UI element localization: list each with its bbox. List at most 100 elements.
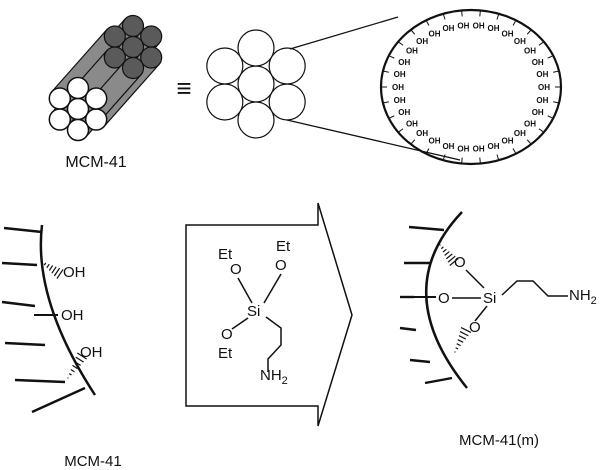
- oh-bond: [426, 20, 430, 26]
- oh-group: OH: [532, 108, 544, 117]
- hash-line: [457, 339, 464, 343]
- hash-line: [43, 262, 47, 266]
- hashed-bond: [41, 261, 64, 279]
- rod-bundle: [48, 14, 163, 142]
- oh-group: OH: [457, 145, 469, 154]
- oh-group: OH: [394, 70, 406, 79]
- oh-group: OH: [398, 108, 410, 117]
- rod-end: [66, 76, 90, 100]
- hatch-mark: [1, 300, 36, 308]
- oh-bond: [553, 70, 559, 73]
- hatch-mark: [399, 326, 417, 332]
- oh-bond: [526, 30, 531, 35]
- oh-bond: [383, 70, 389, 73]
- oh-bond: [538, 41, 544, 46]
- hashed-bond: [67, 352, 87, 379]
- oh-group: OH: [442, 142, 454, 151]
- oh-group: OH: [442, 24, 454, 33]
- reagent-et-1: Et: [218, 246, 233, 263]
- oh-group: OH: [398, 58, 410, 67]
- hash-line: [460, 327, 472, 333]
- hash-line: [46, 263, 50, 269]
- hash-line: [445, 253, 453, 260]
- oh-group: OH: [406, 47, 418, 56]
- hash-line: [455, 347, 459, 350]
- oh-bond: [461, 11, 463, 17]
- oh-bond: [512, 148, 516, 154]
- product-si: Si: [483, 290, 496, 307]
- equivalence-symbol: ≡: [176, 73, 191, 103]
- oh-bond: [398, 41, 404, 46]
- zoom-line-bottom: [286, 119, 461, 161]
- pore-wall: [379, 8, 563, 166]
- oh-group: OH: [502, 137, 514, 146]
- oh-group: OH: [488, 142, 500, 151]
- oh-group: OH: [532, 58, 544, 67]
- oh-bond: [411, 139, 416, 144]
- oh-bond: [426, 148, 430, 154]
- oh-group: OH: [473, 21, 485, 30]
- hatch-mark: [424, 376, 453, 385]
- rod-far-end: [103, 46, 126, 69]
- hash-line: [68, 373, 72, 376]
- oh-group: OH: [394, 96, 406, 105]
- pore-circle: [237, 65, 275, 103]
- oh-bond: [461, 157, 463, 163]
- oh-group: OH: [457, 21, 469, 30]
- oh-label-3: OH: [80, 344, 103, 361]
- surface-hatch-marks: [1, 226, 86, 414]
- surface-oh-1: OH: [41, 261, 86, 281]
- reagent-si: Si: [247, 303, 260, 320]
- reagent-o-3: O: [221, 326, 233, 343]
- rod-end-circles: [48, 76, 108, 142]
- hatch-mark: [3, 226, 43, 234]
- oh-bond: [383, 101, 389, 104]
- rod-end: [48, 108, 72, 131]
- hash-line: [72, 364, 78, 370]
- hash-line: [440, 246, 444, 250]
- oh-bond: [479, 11, 481, 17]
- oh-group: OH: [488, 24, 500, 33]
- product-bonds: [452, 269, 568, 322]
- rod-end: [48, 87, 72, 110]
- surface-curve: [39, 224, 97, 396]
- hatch-mark: [31, 386, 86, 414]
- oh-group: OH: [406, 119, 418, 128]
- hashed-bond: [439, 244, 459, 266]
- oh-group: OH: [416, 37, 428, 46]
- oh-bond: [547, 55, 553, 59]
- reagent-et-3: Et: [218, 345, 233, 362]
- oh-bond: [443, 154, 446, 160]
- product-nh2: NH2: [569, 287, 597, 307]
- hash-line: [67, 377, 69, 379]
- mcm41-bottom-label: MCM-41: [64, 453, 122, 470]
- mcm41-top-label: MCM-41: [65, 154, 126, 171]
- reagent-o-1: O: [230, 261, 242, 278]
- oh-bond: [443, 14, 446, 20]
- oh-group: OH: [536, 70, 548, 79]
- hash-line: [73, 360, 81, 366]
- pore-circle: [206, 47, 244, 85]
- oh-label-2: OH: [61, 307, 84, 324]
- reagent-bonds: [231, 273, 282, 372]
- hash-line: [51, 266, 57, 274]
- surface-oh-3: OH: [67, 344, 103, 379]
- hatch-mark: [4, 341, 46, 347]
- oh-label-1: OH: [63, 264, 86, 281]
- product-o-3: O: [469, 319, 481, 336]
- hatch-mark: [1, 261, 38, 267]
- rod-end: [66, 97, 90, 121]
- oh-group: OH: [524, 119, 536, 128]
- oh-group: OH: [514, 37, 526, 46]
- oh-group: OH: [502, 29, 514, 38]
- hash-line: [458, 335, 467, 340]
- rod-far-end: [121, 56, 145, 80]
- oh-bond: [496, 14, 499, 20]
- hash-line: [449, 258, 459, 266]
- oh-group: OH: [473, 145, 485, 154]
- oh-group: OH: [429, 29, 441, 38]
- oh-group: OH: [538, 83, 550, 92]
